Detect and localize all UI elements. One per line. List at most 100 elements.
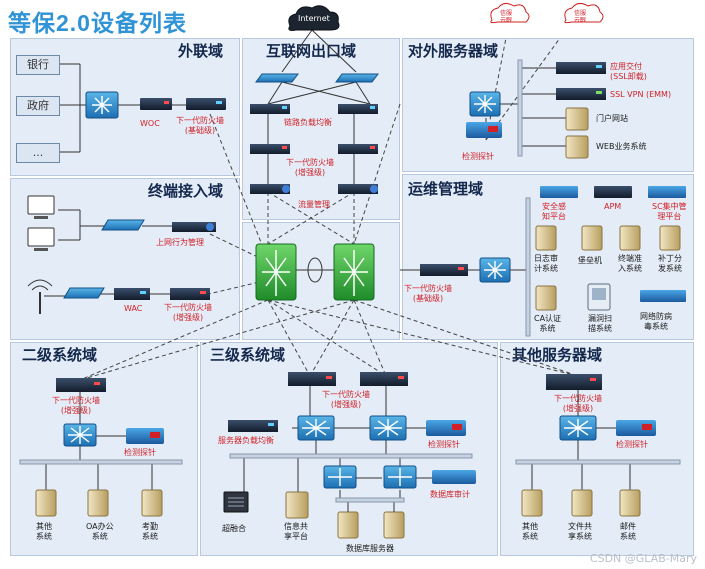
db-server-label: 数据库服务器 — [346, 544, 394, 553]
ops-fw-label: 下一代防火墙(基础级) — [404, 284, 452, 303]
hci-icon — [223, 491, 249, 513]
db-audit-label: 数据库审计 — [430, 490, 470, 499]
flow-mgmt-left-icon — [250, 184, 290, 194]
l2-probe-label: 检测探针 — [124, 448, 156, 457]
firewall-enhanced-term-icon — [170, 288, 210, 300]
os-server-1-label: 其他系统 — [522, 522, 538, 541]
core-switch-left-icon — [255, 243, 297, 301]
db-server-right-icon — [383, 511, 405, 539]
portal-server-icon — [565, 107, 589, 131]
sslvpn-label: SSL VPN (EMM) — [610, 90, 672, 99]
vuln-scan-label: 漏洞扫描系统 — [588, 314, 612, 333]
l3-probe-icon — [426, 420, 466, 436]
threat-cloud-left-icon — [490, 2, 530, 24]
bastion-label: 堡垒机 — [578, 256, 602, 265]
zone-heading-level3: 三级系统域 — [210, 346, 286, 364]
os-server-3-label: 邮件系统 — [620, 522, 636, 541]
firewall-basic-icon — [186, 98, 226, 110]
l2-fw-label: 下一代防火墙(增强级) — [52, 396, 100, 415]
os-server-3-icon — [619, 489, 641, 517]
service-probe-label: 检测探针 — [462, 152, 494, 161]
share-platform-label: 信息共享平台 — [284, 522, 308, 541]
portal-label: 门户网站 — [596, 114, 628, 123]
db-switch-right-icon — [383, 465, 417, 489]
patch-label: 补丁分发系统 — [658, 254, 682, 273]
service-switch-icon — [469, 91, 501, 117]
l2-bus — [19, 459, 183, 465]
apm-icon — [594, 186, 632, 198]
l2-server-2-label: OA办公系统 — [86, 522, 114, 541]
l2-firewall-icon — [56, 378, 106, 392]
flow-mgmt-right-icon — [338, 184, 378, 194]
os-probe-label: 检测探针 — [616, 440, 648, 449]
ops-firewall-icon — [420, 264, 468, 276]
patch-icon — [659, 225, 681, 251]
adc-label: 应用交付(SSL卸载) — [610, 62, 647, 81]
log-audit-icon — [535, 225, 557, 251]
ellipsis-box: ... — [16, 143, 60, 163]
link-switch-right-icon — [335, 73, 379, 83]
hci-label: 超融合 — [222, 524, 246, 533]
behavior-mgmt-label: 上网行为管理 — [156, 238, 204, 247]
link-aggregation-ring — [307, 257, 323, 283]
web-server-icon — [565, 135, 589, 159]
wifi-ap-icon — [27, 279, 53, 314]
zone-heading-level2: 二级系统域 — [22, 346, 98, 364]
woc-label: WOC — [140, 119, 160, 128]
wac-appliance-icon — [114, 288, 150, 300]
os-server-2-icon — [571, 489, 593, 517]
woc-appliance-icon — [140, 98, 172, 110]
l3-firewall-left-icon — [288, 372, 336, 386]
sc-platform-icon — [648, 186, 686, 198]
apm-label: APM — [604, 202, 622, 211]
l3-probe-label: 检测探针 — [428, 440, 460, 449]
db-switch-left-icon — [323, 465, 357, 489]
sc-platform-label: SC集中管理平台 — [652, 202, 687, 221]
l2-server-2-icon — [87, 489, 109, 517]
nac-icon — [619, 225, 641, 251]
l2-server-3-icon — [141, 489, 163, 517]
os-fw-label: 下一代防火墙(增强级) — [554, 394, 602, 413]
flow-mgmt-label: 流量管理 — [298, 200, 330, 209]
vuln-scan-icon — [587, 283, 611, 311]
os-server-2-label: 文件共享系统 — [568, 522, 592, 541]
watermark: CSDN @GLAB-Mary — [589, 552, 697, 565]
link-lb-right-icon — [338, 104, 378, 114]
l3-bus — [229, 453, 473, 459]
zone-ops — [402, 174, 694, 340]
wireless-switch-icon — [63, 287, 105, 299]
l3-lb-label: 服务器负载均衡 — [218, 436, 274, 445]
zone-level2 — [10, 342, 198, 556]
l3-switch-left-icon — [297, 415, 335, 441]
threat-cloud-right-label: 信服云眼 — [574, 10, 587, 24]
l3-switch-right-icon — [369, 415, 407, 441]
page-title: 等保2.0设备列表 — [8, 10, 187, 36]
l3-firewall-right-icon — [360, 372, 408, 386]
l3-fw-label: 下一代防火墙(增强级) — [322, 390, 370, 409]
terminal-fw-label: 下一代防火墙(增强级) — [164, 303, 212, 322]
router-icon — [85, 91, 119, 119]
os-switch-icon — [559, 415, 597, 441]
l2-switch-icon — [63, 423, 97, 447]
l2-server-1-icon — [35, 489, 57, 517]
government-box: 政府 — [16, 96, 60, 116]
core-switch-right-icon — [333, 243, 375, 301]
zone-heading-terminal: 终端接入域 — [148, 182, 224, 200]
db-server-left-icon — [337, 511, 359, 539]
log-audit-label: 日志审计系统 — [534, 254, 558, 273]
antivirus-icon — [640, 290, 686, 302]
os-bus — [515, 459, 681, 465]
link-lb-left-icon — [250, 104, 290, 114]
threat-cloud-right-icon — [564, 2, 604, 24]
zone-heading-external: 外联域 — [178, 42, 224, 60]
internet-cloud-icon — [288, 5, 340, 31]
pc-2-icon — [27, 227, 55, 251]
zone-heading-ops: 运维管理域 — [408, 180, 484, 198]
internet-cloud-label: Internet — [298, 14, 330, 23]
external-fw-label: 下一代防火墙(基础级) — [176, 116, 224, 135]
link-lb-label: 链路负载均衡 — [284, 118, 332, 127]
situational-awareness-label: 安全感知平台 — [542, 202, 566, 221]
bastion-icon — [581, 225, 603, 251]
service-bus — [517, 59, 523, 157]
